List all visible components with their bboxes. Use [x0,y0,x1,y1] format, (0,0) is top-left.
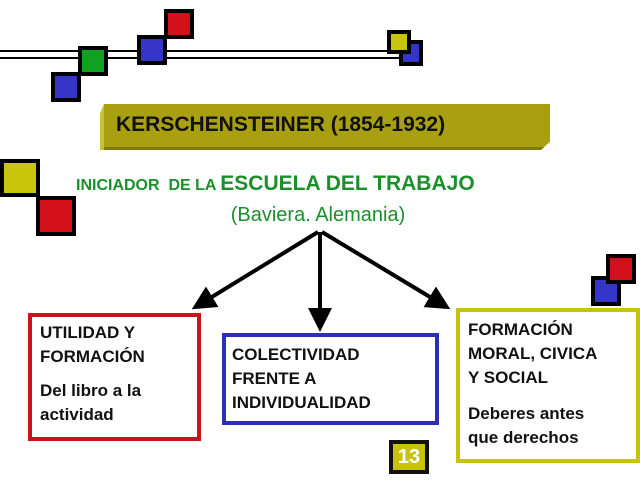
decor-square-yellow-right-top [387,30,411,54]
box-heading-line: FORMACIÓN [40,347,145,366]
box-heading-line: Y SOCIAL [468,368,548,387]
arrow-right-icon [320,230,451,310]
box-formacion-moral: FORMACIÓN MORAL, CIVICA Y SOCIAL Deberes… [456,308,640,463]
decor-square-red-left [36,196,76,236]
subtitle-emphasis: ESCUELA DEL TRABAJO [220,172,475,195]
decor-square-blue-top [137,35,167,65]
box-detail-line: actividad [40,405,114,424]
box-heading-line: MORAL, CIVICA [468,344,598,363]
decor-square-yellow-left [0,159,40,197]
subtitle-prefix: INICIADOR DE LA [76,177,221,194]
subtitle-line: INICIADOR DE LA ESCUELA DEL TRABAJO [76,172,475,196]
decor-square-green-top [78,46,108,76]
subtitle-location: (Baviera. Alemania) [230,204,406,226]
decor-square-blue-left [51,72,81,102]
page-number-badge: 13 [389,440,429,474]
decor-square-red-top [164,9,194,39]
box-utilidad: UTILIDAD Y FORMACIÓN Del libro a la acti… [28,313,201,441]
box-heading-line: INDIVIDUALIDAD [232,393,371,412]
arrow-left-icon [191,230,320,310]
box-colectividad: COLECTIVIDAD FRENTE A INDIVIDUALIDAD [222,333,439,425]
box-detail-line: que derechos [468,428,579,447]
subtitle-location-line: (Baviera. Alemania) [0,204,640,227]
box-detail-line: Deberes antes [468,404,585,423]
box-heading-line: UTILIDAD Y [40,323,136,342]
box-heading-line: COLECTIVIDAD [232,345,360,364]
box-heading-line: FORMACIÓN [468,320,573,339]
decor-line-top-1 [0,50,405,52]
decor-line-top-2 [0,57,405,59]
title-banner [100,104,550,150]
slide-title: KERSCHENSTEINER (1854-1932) [116,113,446,136]
box-detail-line: Del libro a la [40,381,142,400]
decor-square-red-right [606,254,636,284]
box-heading-line: FRENTE A [232,369,317,388]
